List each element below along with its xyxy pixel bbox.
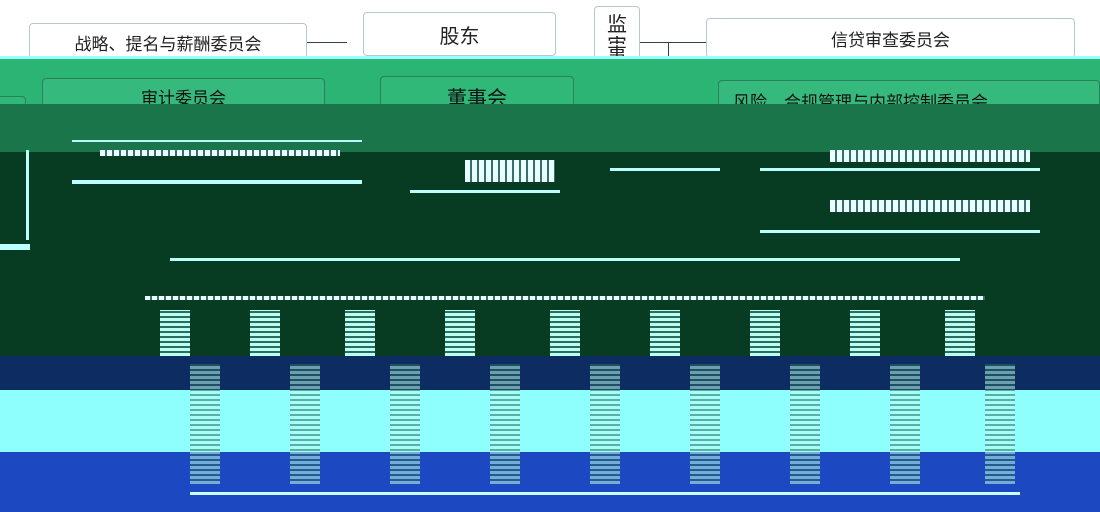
color-band-navy xyxy=(0,356,1100,390)
glitch-line-8 xyxy=(0,244,30,250)
shareholders-box: 股东 xyxy=(363,12,556,56)
glitch-noise-4 xyxy=(830,200,1030,212)
supervisory-board-char-1: 监 xyxy=(607,12,627,36)
glitch-mark-13 xyxy=(490,364,520,484)
connector-supervisory-to-credit xyxy=(640,42,706,43)
glitch-mark-5 xyxy=(550,310,580,356)
glitch-label-row xyxy=(145,296,985,300)
credit-review-committee-label: 信贷审查委员会 xyxy=(831,30,950,51)
connector-strategy-to-shareholders xyxy=(307,42,347,43)
glitch-line-1 xyxy=(72,140,362,142)
glitch-mark-16 xyxy=(790,364,820,484)
shareholders-label: 股东 xyxy=(439,23,480,48)
glitch-noise-3 xyxy=(830,150,1030,162)
glitch-mark-12 xyxy=(390,364,420,484)
glitch-line-7 xyxy=(170,258,960,261)
glitch-line-2 xyxy=(72,180,362,184)
glitch-mark-14 xyxy=(590,364,620,484)
glitch-mark-15 xyxy=(690,364,720,484)
credit-review-committee-box: 信贷审查委员会 xyxy=(706,18,1075,58)
strategy-nomination-compensation-committee-label: 战略、提名与薪酬委员会 xyxy=(74,34,262,55)
supervisory-board-partial-char: 审 xyxy=(607,36,627,44)
glitch-line-3 xyxy=(410,190,560,193)
glitch-line-5 xyxy=(760,168,1040,171)
color-band-cyan xyxy=(0,390,1100,452)
glitch-line-6 xyxy=(760,230,1040,233)
glitch-mark-6 xyxy=(650,310,680,356)
glitch-noise-1 xyxy=(100,150,340,156)
color-band-blue xyxy=(0,452,1100,512)
glitch-mark-17 xyxy=(890,364,920,484)
glitch-mark-18 xyxy=(985,364,1015,484)
glitch-mark-8 xyxy=(850,310,880,356)
glitch-line-9 xyxy=(26,150,29,240)
glitch-mark-7 xyxy=(750,310,780,356)
glitch-mark-9 xyxy=(945,310,975,356)
glitch-mark-10 xyxy=(190,364,220,484)
glitch-mark-3 xyxy=(345,310,375,356)
glitch-mark-1 xyxy=(160,310,190,356)
glitch-noise-2 xyxy=(465,160,555,182)
color-band-cyan-strip xyxy=(0,56,1100,59)
audit-committee-label: 审计委员会 xyxy=(141,88,226,109)
glitch-bar-bottom xyxy=(190,492,1020,495)
glitch-mark-4 xyxy=(445,310,475,356)
glitch-mark-11 xyxy=(290,364,320,484)
color-band-green-inner xyxy=(0,104,1100,152)
glitch-line-4 xyxy=(610,168,720,171)
glitch-mark-2 xyxy=(250,310,280,356)
